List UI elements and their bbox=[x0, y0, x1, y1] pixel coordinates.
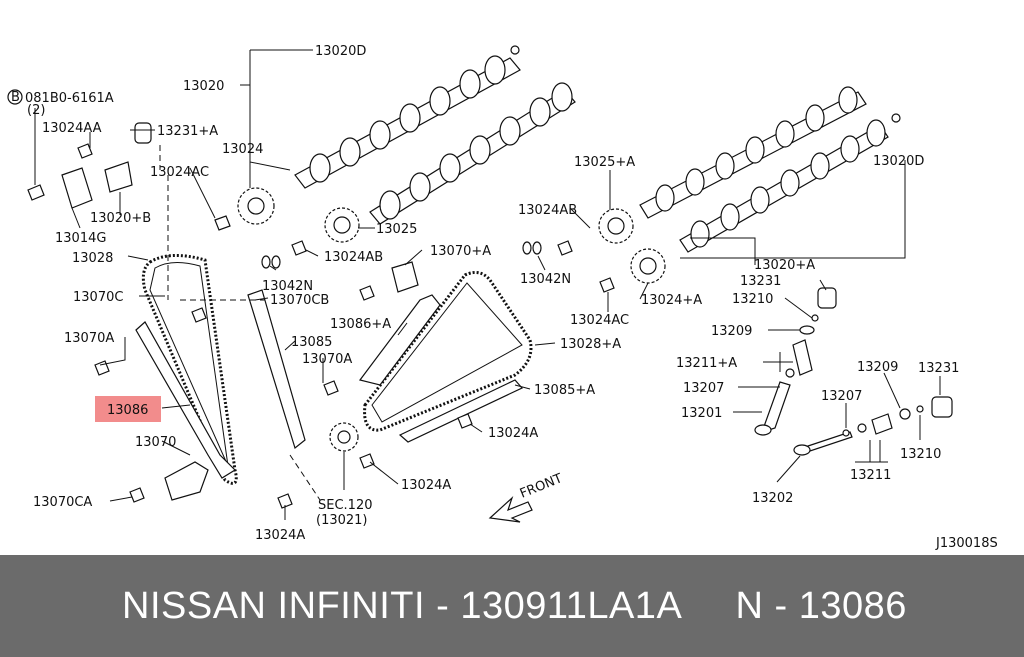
reference-lines bbox=[159, 145, 321, 501]
filter-13231-a bbox=[134, 122, 152, 144]
label-front: FRONT bbox=[518, 471, 565, 502]
label-081b0-6161a: 081B0-6161A bbox=[25, 91, 114, 106]
label-13024ab-left: 13024AB bbox=[324, 250, 383, 265]
label-13209-left: 13209 bbox=[711, 324, 752, 339]
footer-title: NISSAN INFINITI - 130911LA1A N - 13086 bbox=[122, 584, 907, 627]
label-13086-a: 13086+A bbox=[330, 317, 391, 332]
label-13020-b: 13020+B bbox=[90, 211, 151, 226]
label-13070: 13070 bbox=[135, 435, 176, 450]
label-13210-top: 13210 bbox=[732, 292, 773, 307]
valve-train bbox=[754, 287, 953, 456]
parts-diagram: B 13020D 13020 081B0-6161A (2) 13024AA 1… bbox=[7, 44, 998, 551]
label-13020d-top: 13020D bbox=[315, 44, 366, 59]
sprocket-13024-a bbox=[630, 248, 666, 284]
chain-guide-13085-a bbox=[398, 379, 523, 443]
label-13209-right: 13209 bbox=[857, 360, 898, 375]
label-13024a-crank: 13024A bbox=[401, 478, 451, 493]
label-13028-a: 13028+A bbox=[560, 337, 621, 352]
camshaft-upper-right bbox=[639, 86, 867, 219]
label-13207-left: 13207 bbox=[683, 381, 724, 396]
highlight-box bbox=[95, 396, 161, 422]
label-13211: 13211 bbox=[850, 468, 891, 483]
circle-b-letter: B bbox=[11, 90, 20, 105]
front-arrow bbox=[488, 496, 533, 523]
label-13231-right: 13231 bbox=[918, 361, 959, 376]
timing-chain-13028-a bbox=[363, 270, 533, 432]
camshaft-lower-right bbox=[679, 119, 889, 253]
chain-guide-13085 bbox=[247, 289, 306, 450]
label-13211-a: 13211+A bbox=[676, 356, 737, 371]
label-13028: 13028 bbox=[72, 251, 113, 266]
label-13020d-right: 13020D bbox=[873, 154, 924, 169]
label-qty-2: (2) bbox=[27, 103, 45, 118]
label-13024ac-right: 13024AC bbox=[570, 313, 629, 328]
label-sec-120: SEC.120 bbox=[318, 498, 373, 513]
tensioner-13070-a bbox=[391, 261, 419, 293]
label-13024ab-right: 13024AB bbox=[518, 203, 577, 218]
sprocket-13025 bbox=[324, 207, 360, 243]
label-13025: 13025 bbox=[376, 222, 417, 237]
tensioner-arm-13086 bbox=[135, 321, 236, 479]
label-diagram-code: J130018S bbox=[935, 536, 998, 551]
label-13042n-right: 13042N bbox=[520, 272, 571, 287]
label-13070a-left: 13070A bbox=[64, 331, 114, 346]
label-13207-right: 13207 bbox=[821, 389, 862, 404]
circle-b-symbol bbox=[7, 89, 23, 105]
tensioner-13070 bbox=[164, 461, 209, 501]
label-13086: 13086 bbox=[107, 403, 148, 418]
label-13024ac: 13024AC bbox=[150, 165, 209, 180]
sprocket-13025-a bbox=[598, 208, 634, 244]
label-13021: (13021) bbox=[316, 513, 368, 528]
label-13070a-mid: 13070A bbox=[302, 352, 352, 367]
label-13020: 13020 bbox=[183, 79, 224, 94]
label-13024: 13024 bbox=[222, 142, 263, 157]
camshaft-lower-left bbox=[369, 82, 576, 225]
label-13024a-guide: 13024A bbox=[488, 426, 538, 441]
timing-chain-diagram: B 13020D 13020 081B0-6161A (2) 13024AA 1… bbox=[7, 44, 998, 551]
label-13210-right: 13210 bbox=[900, 447, 941, 462]
label-13024a-bottom: 13024A bbox=[255, 528, 305, 543]
timing-chain-13028 bbox=[141, 254, 238, 485]
label-13024-a: 13024+A bbox=[641, 293, 702, 308]
leader-lines bbox=[34, 49, 941, 520]
label-13070ca: 13070CA bbox=[33, 495, 92, 510]
label-13201: 13201 bbox=[681, 406, 722, 421]
label-13070-a: 13070+A bbox=[430, 244, 491, 259]
label-13070cb: 13070CB bbox=[270, 293, 329, 308]
bolts bbox=[27, 45, 901, 509]
tensioner-13020-b bbox=[61, 161, 133, 209]
label-13014g: 13014G bbox=[55, 231, 106, 246]
label-13231-a: 13231+A bbox=[157, 124, 218, 139]
footer-banner: NISSAN INFINITI - 130911LA1A N - 13086 bbox=[0, 555, 1024, 657]
label-13202: 13202 bbox=[752, 491, 793, 506]
label-13024aa: 13024AA bbox=[42, 121, 102, 136]
crank-sprocket bbox=[329, 422, 359, 452]
camshaft-upper-left bbox=[294, 55, 521, 189]
label-13020-a: 13020+A bbox=[754, 258, 815, 273]
label-13042n-left: 13042N bbox=[262, 279, 313, 294]
label-13231-top: 13231 bbox=[740, 274, 781, 289]
label-13085-a: 13085+A bbox=[534, 383, 595, 398]
label-13070c: 13070C bbox=[73, 290, 123, 305]
label-13025-a: 13025+A bbox=[574, 155, 635, 170]
tensioner-arm-13086-a bbox=[358, 294, 441, 386]
label-13085: 13085 bbox=[291, 335, 332, 350]
sprocket-13024 bbox=[237, 187, 275, 225]
